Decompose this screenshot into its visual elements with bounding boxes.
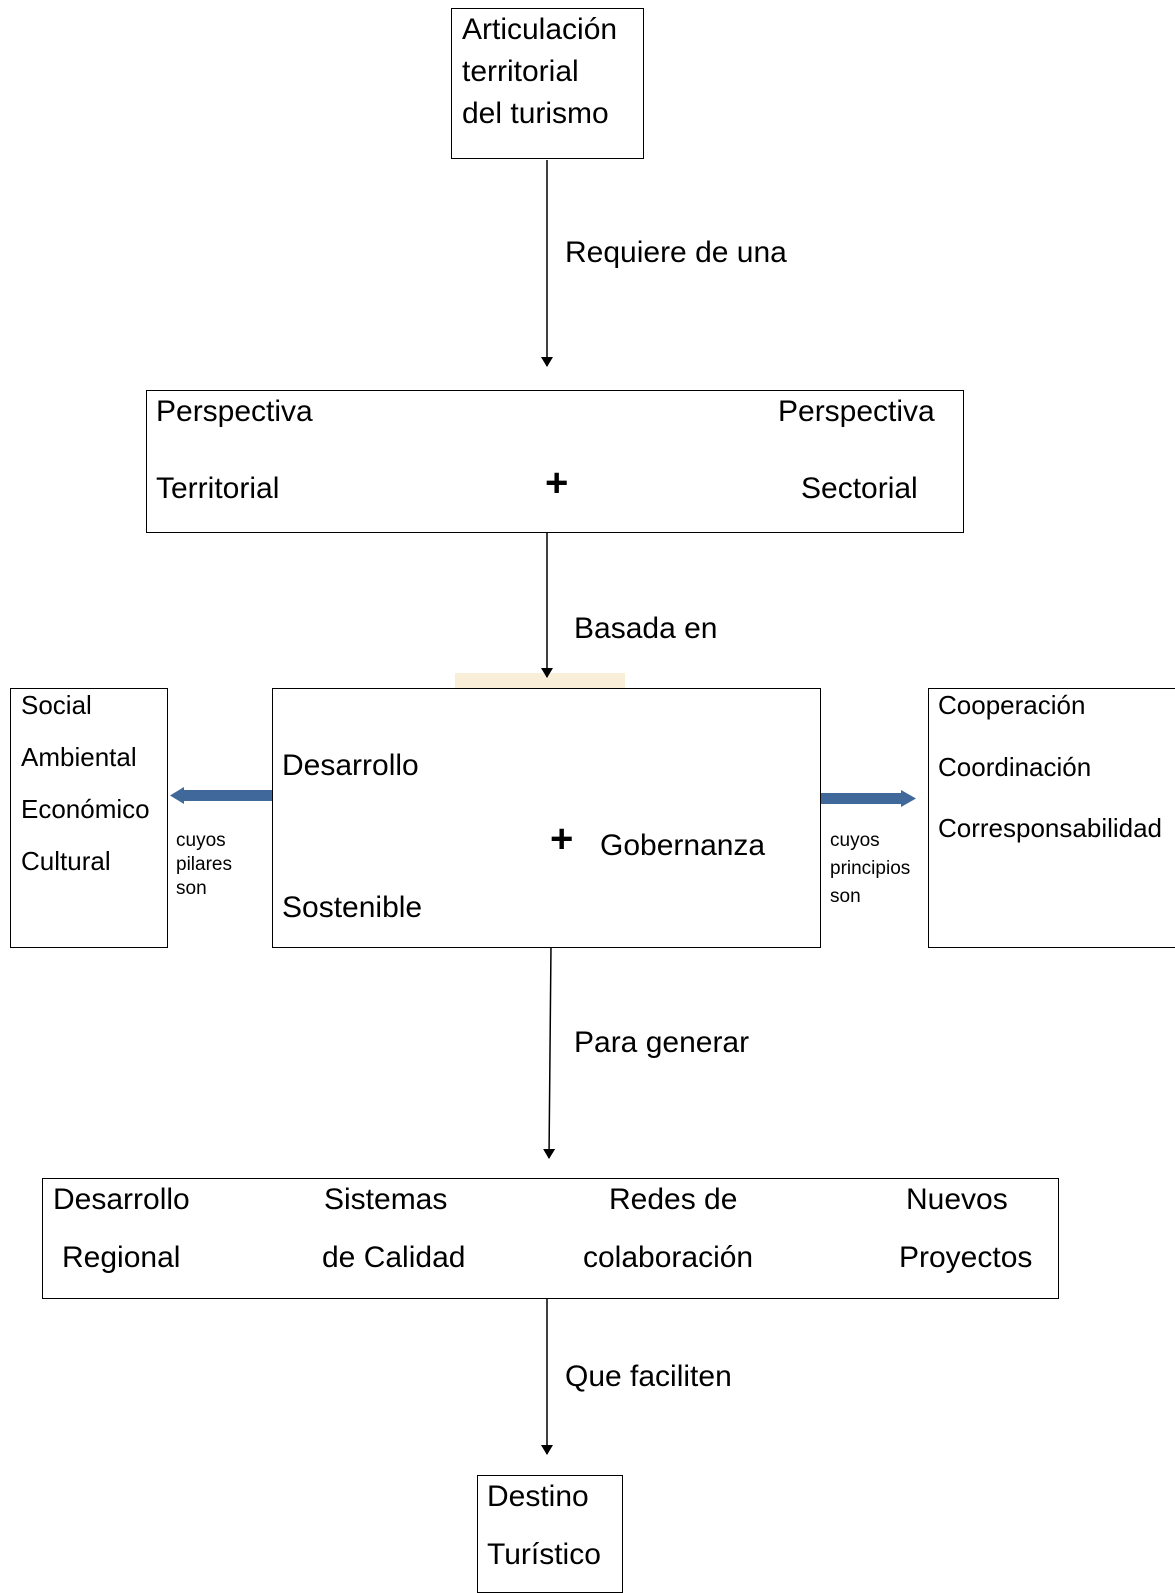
outcome-2-line-2: de Calidad — [322, 1241, 466, 1274]
principle-item-cooperacion: Cooperación — [938, 690, 1086, 720]
outcome-3-line-2: colaboración — [583, 1241, 754, 1274]
perspective-left-top: Perspectiva — [156, 395, 313, 428]
outcome-3-line-1: Redes de — [609, 1183, 738, 1216]
right-edge-label-2: principios — [830, 858, 911, 879]
top-box: Articulación territorial del turismo — [451, 8, 644, 159]
edge-label-1: Requiere de una — [565, 236, 787, 269]
edge-label-4: Que faciliten — [565, 1360, 732, 1393]
outcome-1-line-1: Desarrollo — [53, 1183, 190, 1216]
outcome-2-line-1: Sistemas — [324, 1183, 448, 1216]
pillar-item-ambiental: Ambiental — [21, 742, 137, 772]
perspective-left-bottom: Territorial — [156, 472, 280, 505]
left-edge-label-2: pilares — [176, 854, 232, 875]
edge-label-3: Para generar — [574, 1026, 750, 1059]
top-box-line-1: Articulación — [462, 13, 618, 46]
perspective-box: Perspectiva Territorial + Perspectiva Se… — [146, 390, 964, 533]
plus-sign-2: + — [550, 817, 574, 861]
right-edge-label-1: cuyos — [830, 830, 880, 851]
bottom-box-line-2: Turístico — [487, 1538, 601, 1571]
pillar-item-economico: Económico — [21, 794, 150, 824]
outcome-4-line-1: Nuevos — [906, 1183, 1008, 1216]
principle-item-corresponsabilidad: Corresponsabilidad — [938, 813, 1163, 843]
principles-box: Cooperación Coordinación Corresponsabili… — [928, 688, 1175, 948]
outcomes-box: Desarrollo Regional Sistemas de Calidad … — [42, 1178, 1059, 1299]
top-box-line-3: del turismo — [462, 97, 609, 130]
outcome-1-line-2: Regional — [62, 1241, 181, 1274]
principle-item-coordinacion: Coordinación — [938, 752, 1092, 782]
left-blue-arrow — [170, 787, 272, 804]
perspective-right-bottom: Sectorial — [801, 472, 918, 505]
center-sostenible: Sostenible — [282, 891, 423, 924]
center-gobernanza: Gobernanza — [600, 829, 766, 862]
plus-sign-1: + — [545, 461, 569, 505]
edge-label-2: Basada en — [574, 612, 718, 645]
pillar-item-social: Social — [21, 690, 92, 720]
top-box-line-2: territorial — [462, 55, 579, 88]
arrow-3 — [543, 944, 556, 1159]
right-blue-arrow — [812, 790, 916, 807]
right-edge-label-3: son — [830, 886, 861, 907]
outcome-4-line-2: Proyectos — [899, 1241, 1033, 1274]
bottom-box-line-1: Destino — [487, 1480, 589, 1513]
left-edge-label-3: son — [176, 878, 207, 899]
pillar-item-cultural: Cultural — [21, 846, 111, 876]
center-desarrollo: Desarrollo — [282, 749, 419, 782]
bottom-box: Destino Turístico — [477, 1475, 623, 1593]
perspective-right-top: Perspectiva — [778, 395, 935, 428]
pillars-box: Social Ambiental Económico Cultural — [10, 688, 168, 948]
left-edge-label-1: cuyos — [176, 830, 226, 851]
center-box: Desarrollo Sostenible + Gobernanza — [272, 688, 821, 948]
